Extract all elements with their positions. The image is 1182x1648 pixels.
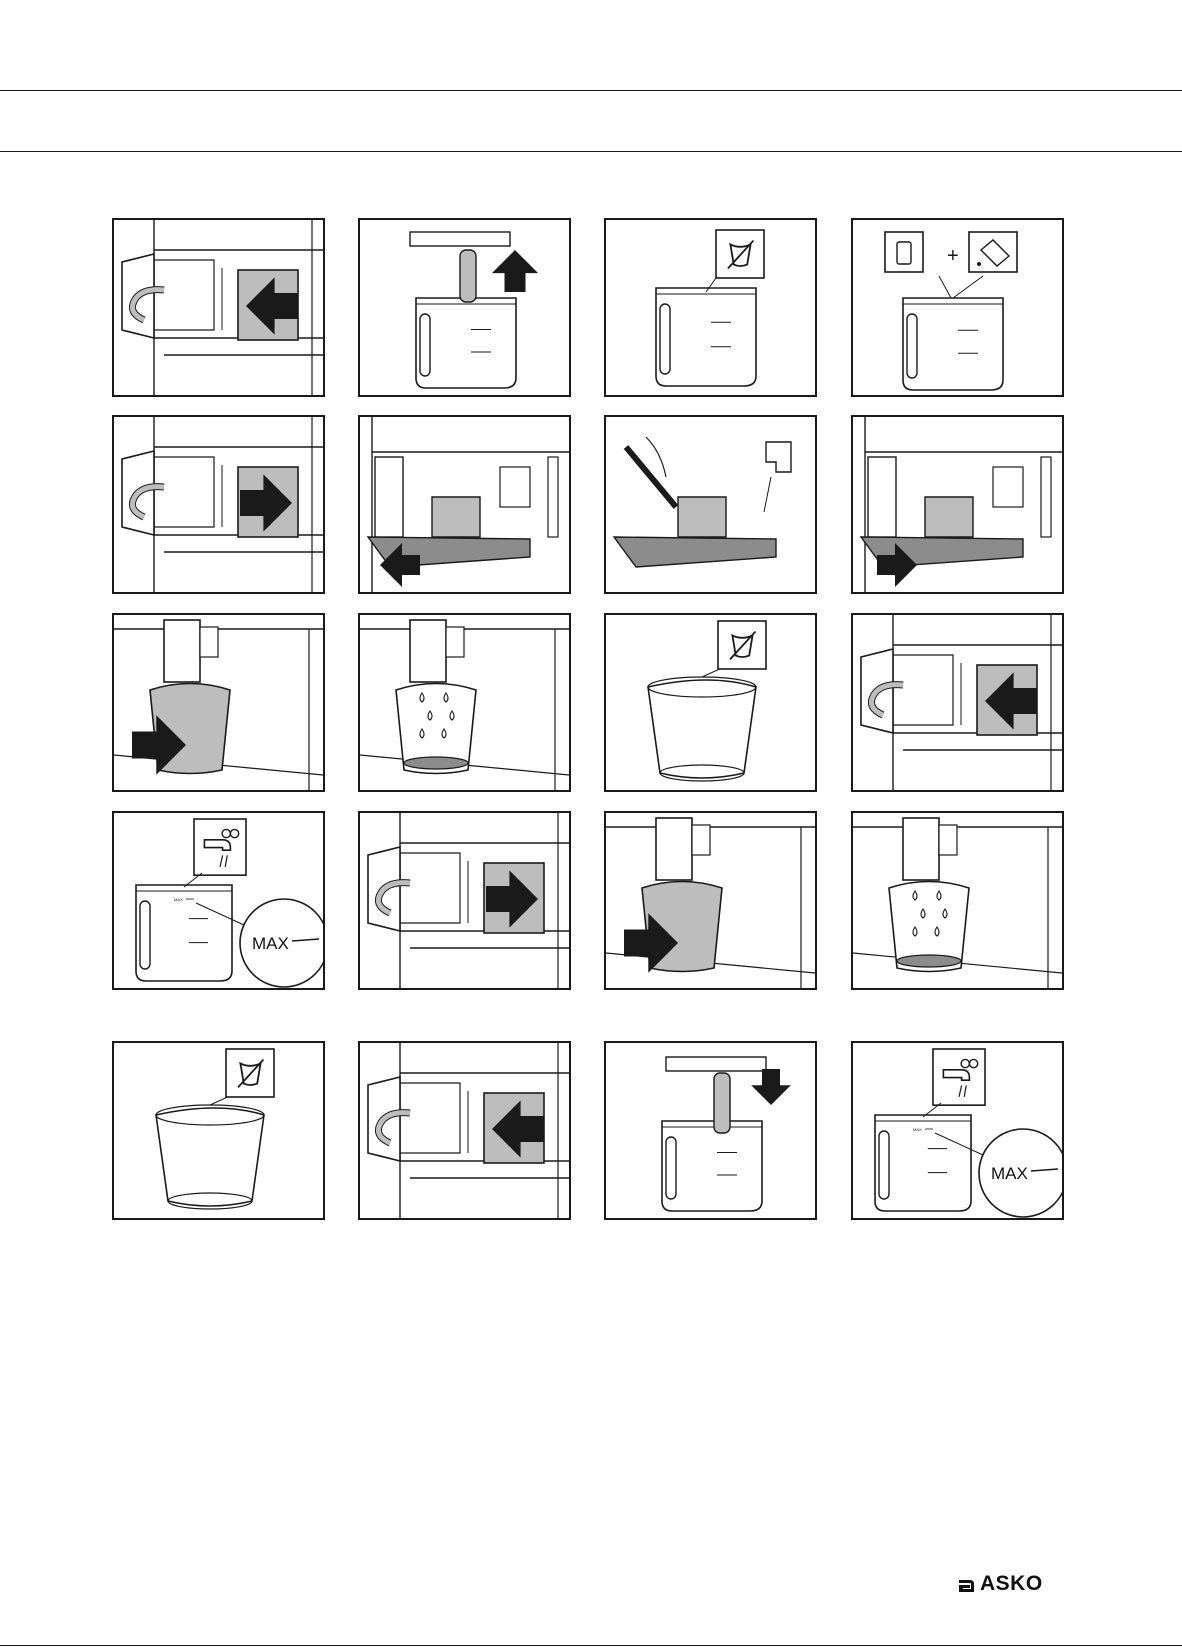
pour-icon — [969, 232, 1017, 272]
illustration-panel-12 — [851, 613, 1064, 792]
illustration-panel-9 — [112, 613, 325, 792]
water-tank — [662, 1121, 762, 1211]
water-tank — [656, 288, 756, 386]
illustration-panel-3 — [604, 218, 817, 397]
panel-illustration — [606, 417, 815, 592]
illustration-panel-14 — [358, 811, 571, 990]
illustration-panel-16 — [851, 811, 1064, 990]
faucet-icon — [766, 442, 791, 472]
water-tank — [903, 298, 1003, 390]
filter-cartridge — [460, 250, 476, 302]
illustration-panel-4: + — [851, 218, 1064, 397]
header-rule-top — [0, 90, 1182, 91]
panel-illustration — [853, 417, 1062, 592]
faucet-icon — [933, 1049, 985, 1105]
drops-icon — [913, 891, 917, 900]
plus-sign: + — [947, 245, 959, 267]
drops-icon — [450, 711, 454, 720]
drops-icon — [935, 927, 939, 936]
brush-icon — [626, 447, 676, 507]
panel-illustration: MAX MAX — [853, 1043, 1062, 1218]
panel-illustration — [360, 417, 569, 592]
max-callout-label: MAX — [991, 1164, 1028, 1183]
panel-illustration — [360, 615, 569, 790]
illustration-panel-19 — [604, 1041, 817, 1220]
panel-illustration — [360, 220, 569, 395]
panel-illustration — [360, 813, 569, 988]
panel-illustration — [360, 1043, 569, 1218]
brand-logo: ASKO — [958, 1572, 1043, 1596]
max-callout-label: MAX — [252, 934, 289, 953]
illustration-panel-5 — [112, 415, 325, 594]
machine-compartment — [368, 813, 569, 988]
header-rule-bottom — [0, 151, 1182, 152]
panel-illustration: MAX MAX — [114, 813, 323, 988]
drops-icon — [420, 729, 424, 738]
cup-scene — [606, 818, 815, 988]
arrow-up-icon — [492, 250, 538, 292]
brand-name: ASKO — [980, 1572, 1043, 1596]
illustration-panel-6 — [358, 415, 571, 594]
illustration-panel-10 — [358, 613, 571, 792]
drops-icon — [921, 909, 925, 918]
illustration-panel-13: MAX MAX — [112, 811, 325, 990]
empty-cup — [156, 1095, 264, 1209]
footer-rule — [0, 1645, 1182, 1646]
panel-illustration — [114, 220, 323, 395]
lid — [410, 232, 510, 246]
drops-icon — [428, 711, 432, 720]
panel-illustration: + — [853, 220, 1062, 395]
panel-illustration — [114, 1043, 323, 1218]
filter-cartridge — [714, 1073, 730, 1133]
illustration-panel-7 — [604, 415, 817, 594]
cup-scene — [853, 818, 1062, 988]
panel-illustration — [606, 813, 815, 988]
no-dishwasher-icon — [226, 1049, 274, 1097]
illustration-panel-15 — [604, 811, 817, 990]
empty-cup — [648, 667, 756, 781]
drops-icon — [442, 729, 446, 738]
no-dishwasher-icon — [716, 230, 764, 278]
drip-tray-scene — [614, 437, 791, 567]
brand-mark-icon — [958, 1576, 975, 1593]
water-tank — [416, 298, 516, 388]
cup-scene — [360, 620, 569, 790]
drops-icon — [913, 927, 917, 936]
arrow-down-icon — [751, 1069, 791, 1105]
descaler-bottle-icon — [885, 232, 923, 272]
drops-icon — [937, 891, 941, 900]
illustration-panel-11 — [604, 613, 817, 792]
illustration-panel-18 — [358, 1041, 571, 1220]
lid — [666, 1057, 766, 1071]
illustration-panel-20: MAX MAX — [851, 1041, 1064, 1220]
faucet-icon — [194, 819, 246, 875]
illustration-panel-8 — [851, 415, 1064, 594]
water-tank — [875, 1115, 971, 1211]
machine-compartment — [122, 417, 323, 592]
drops-icon — [943, 909, 947, 918]
illustration-panel-1 — [112, 218, 325, 397]
cup-scene — [114, 620, 323, 790]
max-mark-small: MAX — [913, 1127, 922, 1132]
no-dishwasher-icon — [718, 621, 766, 669]
max-mark-small: MAX — [174, 897, 183, 902]
illustration-panel-17 — [112, 1041, 325, 1220]
panel-illustration — [114, 417, 323, 592]
panel-illustration — [853, 813, 1062, 988]
panel-illustration — [606, 220, 815, 395]
panel-illustration — [606, 1043, 815, 1218]
drops-icon — [420, 693, 424, 702]
panel-illustration — [114, 615, 323, 790]
panel-illustration — [853, 615, 1062, 790]
drops-icon — [444, 693, 448, 702]
panel-illustration — [606, 615, 815, 790]
illustration-panel-2 — [358, 218, 571, 397]
water-tank — [136, 885, 232, 981]
